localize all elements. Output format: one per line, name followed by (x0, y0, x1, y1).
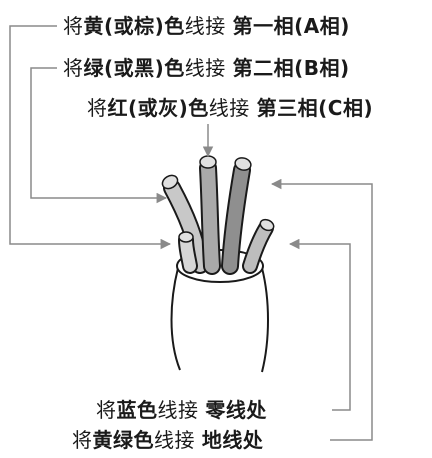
label-ground-mid: 线接 (154, 428, 195, 452)
label-neutral-color: 蓝色 (116, 398, 158, 422)
leader-phase-b (30, 67, 168, 204)
label-neutral-target: 零线处 (205, 398, 267, 422)
label-neutral-prefix: 将 (96, 398, 117, 422)
label-ground-color: 黄绿色 (92, 428, 154, 452)
label-phase-c: 将红(或灰)色线接 第三相(C相) (87, 96, 373, 120)
label-phase-c-target: 第三相(C相) (256, 96, 374, 120)
label-phase-b-target: 第二相(B相) (232, 56, 350, 80)
leader-phase-a (9, 25, 172, 250)
leader-ground (270, 178, 373, 441)
label-phase-c-mid: 线接 (208, 96, 250, 120)
label-phase-b-color: 绿(或黑)色 (83, 56, 185, 80)
label-ground-target: 地线处 (201, 428, 264, 452)
label-phase-a-target: 第一相(A相) (232, 14, 350, 38)
label-phase-a: 将黄(或棕)色线接 第一相(A相) (63, 14, 350, 38)
label-phase-c-color: 红(或灰)色 (107, 96, 209, 120)
leader-neutral (288, 238, 351, 411)
wire-ground (242, 218, 275, 274)
label-phase-a-prefix: 将 (63, 14, 84, 38)
wire-phase-a (161, 174, 209, 274)
label-neutral: 将蓝色线接 零线处 (96, 398, 267, 422)
label-phase-b-mid: 线接 (184, 56, 226, 80)
label-neutral-mid: 线接 (157, 398, 199, 422)
label-phase-b: 将绿(或黑)色线接 第二相(B相) (63, 56, 350, 80)
label-phase-c-prefix: 将 (87, 96, 108, 120)
label-phase-a-mid: 线接 (184, 14, 226, 38)
wire-phase-c (199, 155, 221, 275)
label-ground: 将黄绿色线接 地线处 (72, 428, 263, 452)
wire-phase-b (221, 157, 252, 275)
label-ground-prefix: 将 (72, 428, 93, 452)
label-phase-b-prefix: 将 (63, 56, 84, 80)
wire-neutral (178, 231, 198, 274)
label-phase-a-color: 黄(或棕)色 (83, 14, 185, 38)
